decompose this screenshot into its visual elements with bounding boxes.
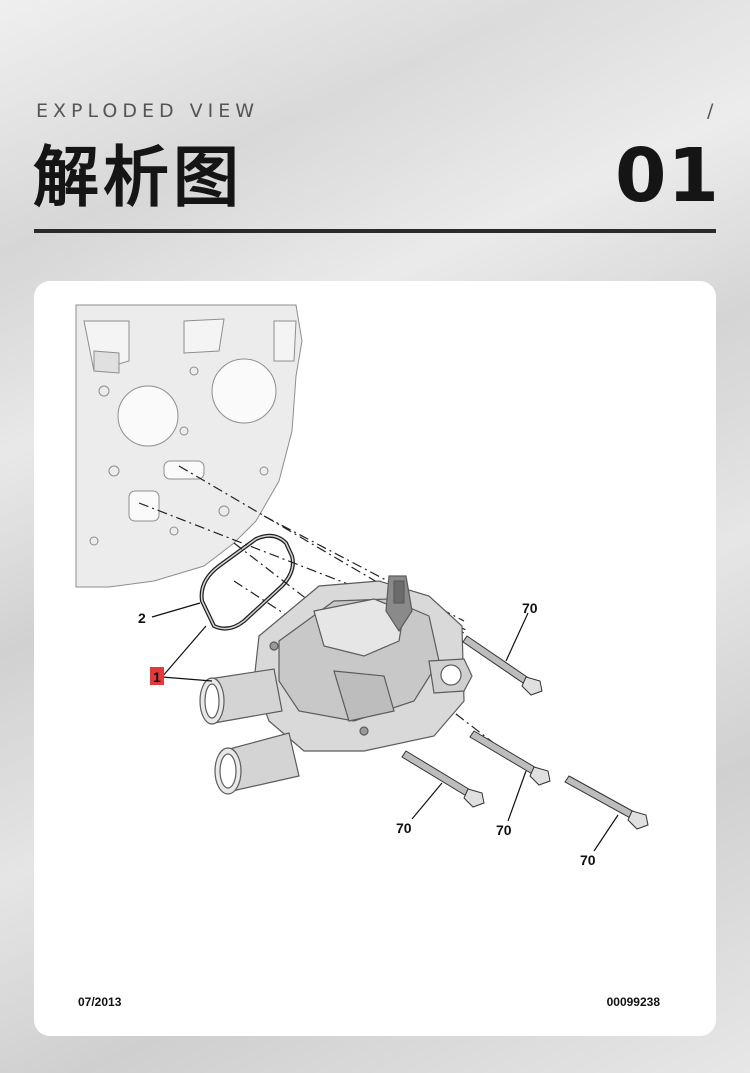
label-bolt-top: 70 [522,600,538,616]
exploded-diagram: 2 1 70 70 70 70 [75,304,649,868]
gasket [199,533,295,631]
bolt-bottom-right [564,775,649,830]
header-divider [34,229,716,233]
bolt-top [462,635,543,696]
label-part-1: 1 [153,669,161,685]
bolt-bottom-left [401,750,485,808]
diagram-card: 2 1 70 70 70 70 07/2013 00099238 [34,281,716,1036]
page-header: EXPLODED VIEW 解析图 / 01 [0,0,750,240]
diagram-reference: 00099238 [606,995,660,1009]
part-1-highlight [150,667,164,685]
thermostat-housing [199,575,473,795]
label-bolt-bottom-right: 70 [580,852,596,868]
label-bolt-bottom-mid: 70 [496,822,512,838]
engine-block [75,304,303,588]
section-title: 解析图 [33,139,243,216]
slash-mark: / [707,100,714,122]
bolts [401,635,649,830]
diagram-date: 07/2013 [78,995,122,1009]
bolt-bottom-mid [469,730,551,786]
section-subtitle: EXPLODED VIEW [36,100,260,122]
label-bolt-bottom-left: 70 [396,820,412,836]
section-number: 01 [615,133,720,219]
leader-lines [151,602,619,852]
label-part-2: 2 [138,610,146,626]
